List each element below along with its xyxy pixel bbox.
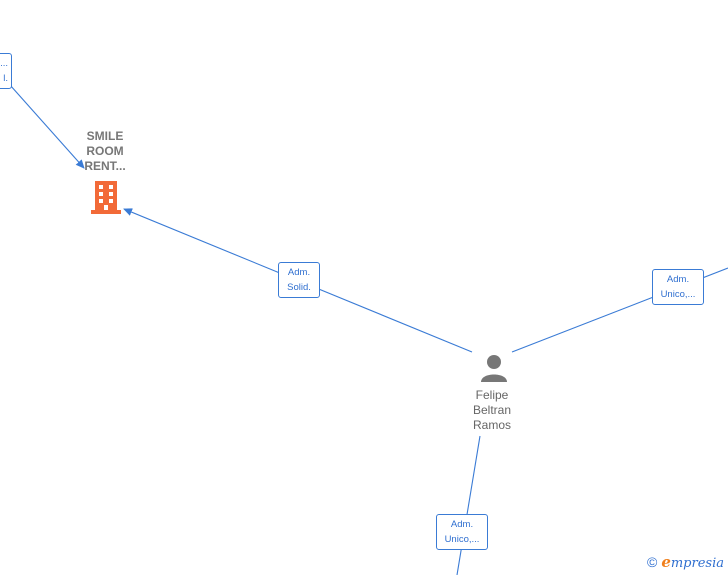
edge-label-line: Adm. — [287, 267, 311, 278]
brand-logo: empresia — [661, 553, 724, 571]
edge-label-top-left[interactable]: ... l. — [0, 53, 12, 89]
edge-label-person-to-right[interactable]: Adm. Unico,... — [652, 269, 704, 305]
company-label-line: ROOM — [86, 144, 124, 158]
edge-label-line: Unico,... — [444, 534, 480, 545]
building-icon[interactable] — [91, 181, 121, 214]
person-label-line: Ramos — [472, 418, 511, 432]
person-label[interactable]: Felipe Beltran Ramos — [457, 388, 527, 433]
edge-label-line: Unico,... — [660, 289, 696, 300]
edge-top-left-to-company[interactable] — [9, 84, 85, 169]
edge-label-person-to-bottom[interactable]: Adm. Unico,... — [436, 514, 488, 550]
edge-label-person-to-company[interactable]: Adm. Solid. — [278, 262, 320, 298]
brand-logo-rest: mpresia — [670, 556, 724, 571]
company-label[interactable]: SMILE ROOM RENT... — [70, 129, 140, 174]
edge-label-line: Adm. — [666, 274, 690, 285]
company-label-line: SMILE — [86, 129, 124, 143]
copyright-icon: © — [646, 554, 658, 570]
person-label-line: Felipe — [475, 388, 509, 402]
edge-label-line: Adm. — [450, 519, 474, 530]
edge-label-line: Solid. — [287, 282, 311, 293]
edge-person-to-bottom[interactable] — [456, 435, 481, 575]
company-label-line: RENT... — [84, 159, 126, 173]
empresia-watermark: © empresia — [647, 553, 724, 571]
person-icon[interactable] — [481, 355, 507, 382]
person-label-line: Beltran — [472, 403, 512, 417]
edge-label-line: l. — [3, 73, 8, 84]
brand-logo-initial: e — [661, 553, 671, 571]
edge-label-line: ... — [0, 58, 8, 69]
